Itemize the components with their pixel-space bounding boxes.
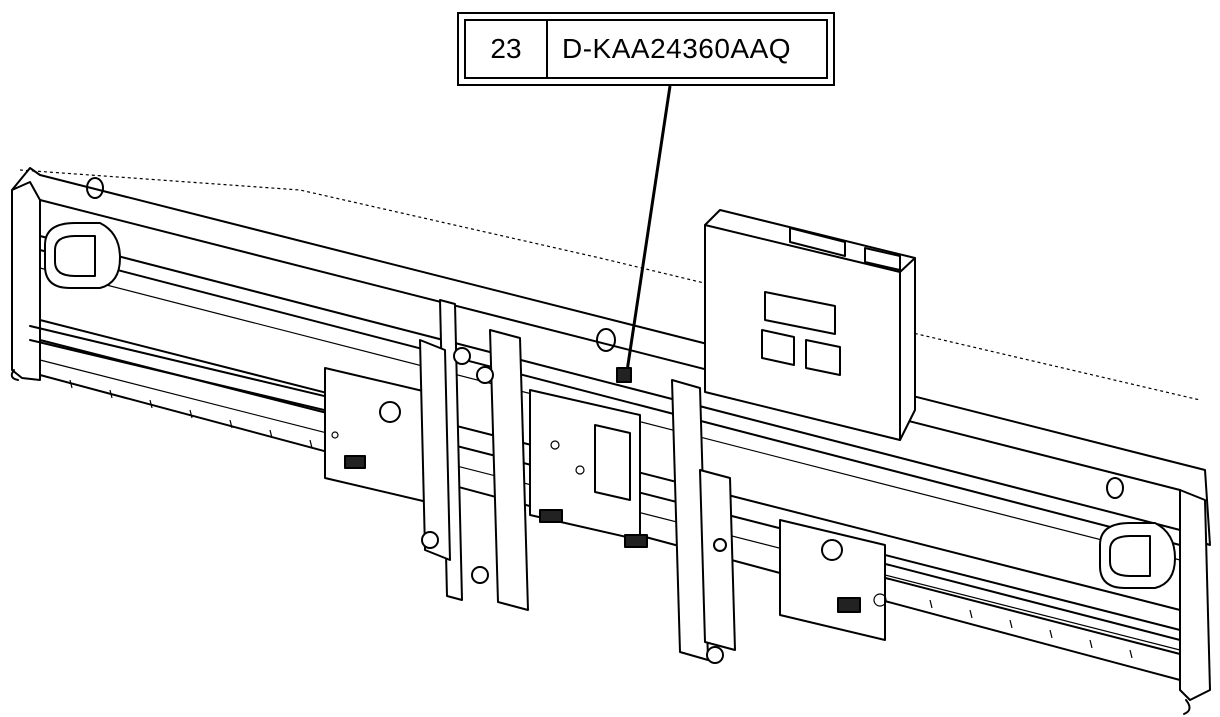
controller-box bbox=[704, 209, 916, 441]
item-number: 23 bbox=[466, 21, 548, 77]
part-callout: 23 D-KAA24360AAQ bbox=[457, 12, 835, 86]
part-number: D-KAA24360AAQ bbox=[562, 33, 792, 64]
clutch-blades bbox=[419, 299, 736, 664]
right-hanger bbox=[779, 519, 887, 641]
leader-line bbox=[624, 85, 672, 379]
lifting-eye bbox=[596, 328, 616, 352]
callout-table: 23 D-KAA24360AAQ bbox=[464, 19, 828, 79]
right-pulley bbox=[1099, 477, 1176, 589]
center-lock bbox=[529, 367, 648, 548]
part-23-marker bbox=[616, 367, 632, 383]
left-pulley bbox=[44, 177, 121, 289]
